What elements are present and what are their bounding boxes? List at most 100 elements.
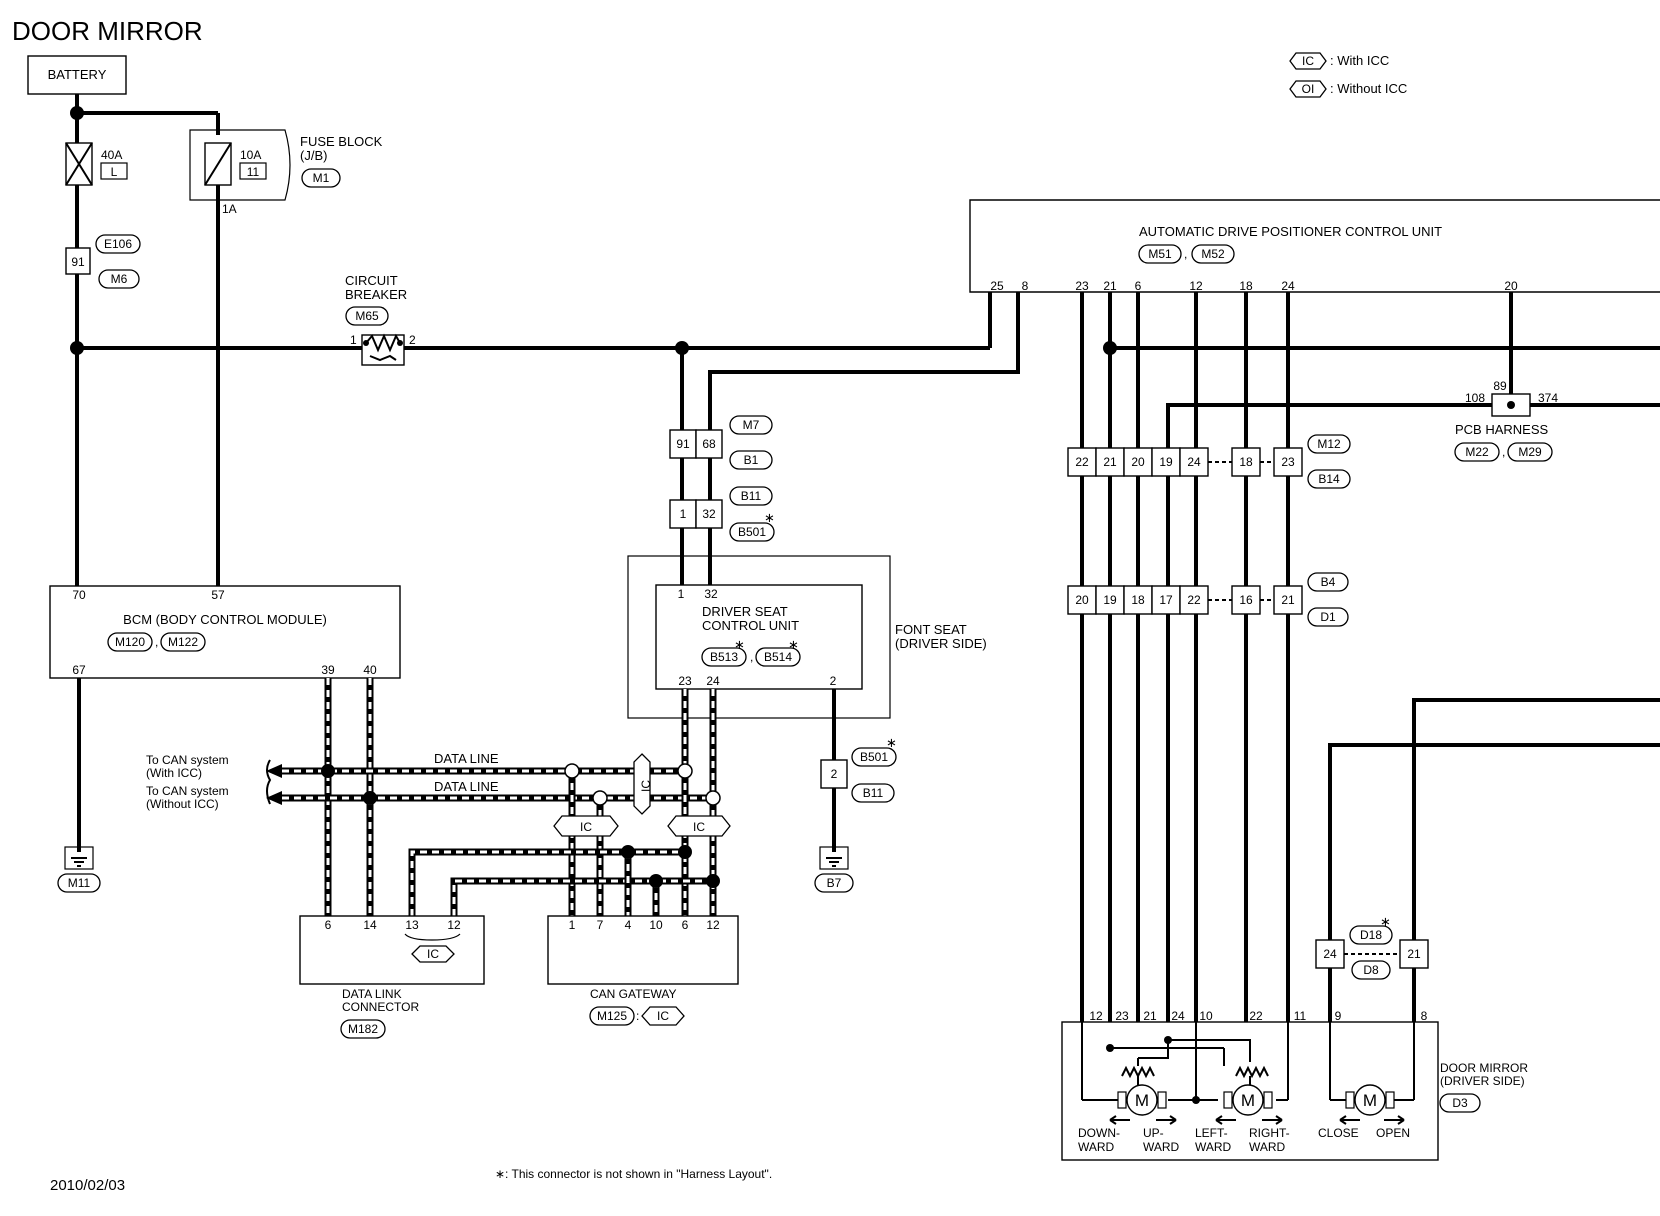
svg-text:18: 18 — [1239, 455, 1253, 469]
svg-text:DOOR MIRROR: DOOR MIRROR — [1440, 1061, 1528, 1075]
svg-text:1: 1 — [680, 507, 687, 521]
can-data-lines — [282, 678, 717, 916]
svg-text:WARD: WARD — [1249, 1140, 1286, 1154]
svg-text:20: 20 — [1504, 279, 1518, 293]
svg-text:91: 91 — [676, 437, 690, 451]
driver-seat-control-unit: 1 32 DRIVER SEAT CONTROL UNIT B513 , B51… — [655, 584, 863, 690]
svg-text:IC: IC — [1302, 54, 1314, 68]
svg-text:1: 1 — [678, 587, 685, 601]
svg-text:IC: IC — [580, 820, 592, 834]
svg-text:∗: ∗ — [788, 637, 799, 652]
svg-text:WARD: WARD — [1195, 1140, 1232, 1154]
svg-text:(DRIVER SIDE): (DRIVER SIDE) — [895, 636, 987, 651]
connector-b4: 20 19 18 17 22 16 21 B4 D1 — [1067, 572, 1349, 627]
svg-text:(Without ICC): (Without ICC) — [146, 797, 219, 811]
svg-text:B1: B1 — [744, 453, 759, 467]
svg-text:11: 11 — [1294, 1009, 1307, 1023]
svg-text:∗: ∗ — [886, 735, 897, 750]
svg-text:12: 12 — [706, 918, 720, 932]
legend-ic-tag — [1289, 52, 1327, 70]
svg-text:M182: M182 — [348, 1022, 378, 1036]
svg-text:CLOSE: CLOSE — [1318, 1126, 1359, 1140]
svg-text:To CAN system: To CAN system — [146, 784, 229, 798]
legend-ic-text: : With ICC — [1330, 53, 1389, 68]
svg-text:91: 91 — [71, 255, 85, 269]
svg-text:2: 2 — [409, 333, 416, 347]
svg-text:∗: ∗ — [764, 510, 775, 525]
svg-text:374: 374 — [1538, 391, 1558, 405]
svg-text:39: 39 — [321, 663, 335, 677]
svg-text:To CAN system: To CAN system — [146, 753, 229, 767]
svg-text:24: 24 — [1187, 455, 1201, 469]
svg-text:IC: IC — [693, 820, 705, 834]
svg-text:12: 12 — [1089, 1009, 1103, 1023]
svg-text:B14: B14 — [1318, 472, 1340, 486]
svg-text:24: 24 — [1171, 1009, 1185, 1023]
svg-text:E106: E106 — [104, 237, 132, 251]
svg-text:23: 23 — [1075, 279, 1089, 293]
svg-text:M22: M22 — [1465, 445, 1489, 459]
connector-d18: 24 21 D18 ∗ D8 — [1315, 914, 1429, 980]
data-link-connector: 6 14 13 12 IC DATA LINK CONNECTOR M182 — [299, 915, 485, 1039]
svg-text:2: 2 — [830, 674, 837, 688]
svg-text:DATA LINK: DATA LINK — [342, 987, 402, 1001]
svg-text:70: 70 — [72, 588, 86, 602]
svg-text:M122: M122 — [168, 635, 198, 649]
brace — [266, 759, 272, 805]
svg-text:21: 21 — [1103, 279, 1117, 293]
svg-text:PCB HARNESS: PCB HARNESS — [1455, 422, 1549, 437]
svg-text:LEFT-: LEFT- — [1195, 1126, 1228, 1140]
svg-text:M1: M1 — [313, 171, 330, 185]
svg-text:CONNECTOR: CONNECTOR — [342, 1000, 419, 1014]
svg-text:DRIVER SEAT: DRIVER SEAT — [702, 604, 788, 619]
connector-m12: 22 21 20 19 24 18 23 M12 B14 — [1067, 434, 1351, 489]
svg-text:23: 23 — [1115, 1009, 1129, 1023]
svg-text:(J/B): (J/B) — [300, 148, 327, 163]
svg-text:DATA LINE: DATA LINE — [434, 751, 499, 766]
svg-text:7: 7 — [597, 918, 604, 932]
svg-text:1: 1 — [350, 333, 357, 347]
svg-text:L: L — [111, 165, 118, 179]
svg-text:BATTERY: BATTERY — [48, 67, 107, 82]
svg-text:OPEN: OPEN — [1376, 1126, 1410, 1140]
svg-text:32: 32 — [704, 587, 718, 601]
svg-text:CAN GATEWAY: CAN GATEWAY — [590, 987, 676, 1001]
svg-text:CIRCUIT: CIRCUIT — [345, 273, 398, 288]
svg-text:108: 108 — [1465, 391, 1485, 405]
connector-b501: 2 B501 ∗ B11 — [820, 735, 897, 803]
svg-text:IC: IC — [427, 947, 439, 961]
svg-text:IC: IC — [657, 1009, 669, 1023]
svg-text:BREAKER: BREAKER — [345, 287, 407, 302]
svg-text:6: 6 — [682, 918, 689, 932]
svg-text:23: 23 — [1281, 455, 1295, 469]
adp-control-unit: AUTOMATIC DRIVE POSITIONER CONTROL UNIT … — [969, 199, 1660, 293]
svg-text:24: 24 — [706, 674, 720, 688]
svg-text:M120: M120 — [115, 635, 145, 649]
svg-text:1: 1 — [569, 918, 576, 932]
svg-text::: : — [636, 1009, 639, 1023]
svg-text:,: , — [155, 635, 158, 649]
svg-text:M: M — [1363, 1091, 1377, 1110]
svg-text:,: , — [1184, 247, 1187, 261]
svg-text:D3: D3 — [1452, 1096, 1468, 1110]
svg-text:21: 21 — [1281, 593, 1295, 607]
svg-text:13: 13 — [405, 918, 419, 932]
svg-text:22: 22 — [1187, 593, 1201, 607]
battery: BATTERY — [27, 55, 127, 95]
svg-text:M125: M125 — [597, 1009, 627, 1023]
svg-text:,: , — [750, 650, 753, 664]
svg-text:25: 25 — [990, 279, 1004, 293]
svg-text:40: 40 — [363, 663, 377, 677]
svg-text:WARD: WARD — [1143, 1140, 1180, 1154]
can-gateway: 1 7 4 10 6 12 CAN GATEWAY M125 : IC — [547, 915, 739, 1026]
svg-text:68: 68 — [702, 437, 716, 451]
svg-text:57: 57 — [211, 588, 225, 602]
ic-tag-gateway-left: IC — [553, 815, 619, 837]
ground-m11-icon: M11 — [57, 846, 101, 893]
circuit-breaker: CIRCUIT BREAKER M65 1 2 — [345, 273, 416, 366]
footnote: ∗: This connector is not shown in "Harne… — [495, 1167, 772, 1181]
svg-text:RIGHT-: RIGHT- — [1249, 1126, 1290, 1140]
svg-text:89: 89 — [1493, 379, 1507, 393]
svg-text:B11: B11 — [863, 786, 884, 800]
svg-text:B501: B501 — [860, 750, 888, 764]
